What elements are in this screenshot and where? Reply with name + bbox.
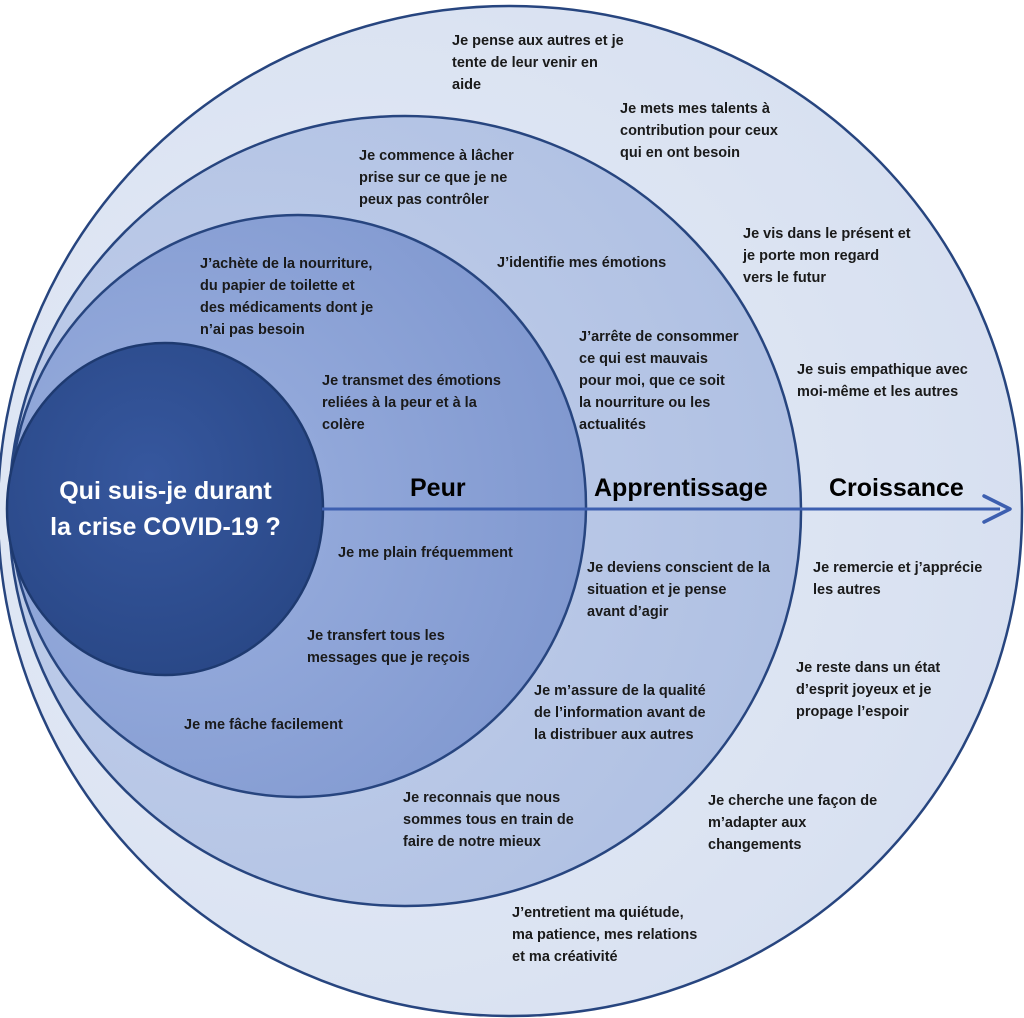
peur-item: Je me fâche facilement <box>184 717 343 733</box>
peur-item: Je me plain fréquemment <box>338 545 513 561</box>
croissance-item: Je pense aux autres et je tente de leur … <box>452 33 624 93</box>
peur-item: Je transmet des émotions reliées à la pe… <box>322 373 501 433</box>
croissance-item: Je suis empathique avec moi-même et les … <box>797 362 968 400</box>
croissance-item: Je mets mes talents à contribution pour … <box>620 101 778 161</box>
zone-label-apprentissage: Apprentissage <box>594 474 768 502</box>
croissance-item: Je cherche une façon de m’adapter aux ch… <box>708 793 878 853</box>
peur-item: J’achète de la nourriture, du papier de … <box>200 256 374 338</box>
zone-label-croissance: Croissance <box>829 474 964 502</box>
croissance-item: Je reste dans un état d’esprit joyeux et… <box>796 660 941 720</box>
croissance-item: Je remercie et j’apprécie les autres <box>813 560 983 598</box>
croissance-item: Je vis dans le présent et je porte mon r… <box>743 226 911 286</box>
center-title: Qui suis-je durant la crise COVID-19 ? <box>50 477 281 541</box>
zone-label-peur: Peur <box>410 474 466 502</box>
apprentissage-item: J’arrête de consommer ce qui est mauvais… <box>579 329 739 433</box>
growth-arrow-head <box>982 494 1012 524</box>
apprentissage-item: Je m’assure de la qualité de l’informati… <box>534 683 706 743</box>
apprentissage-item: Je commence à lâcher prise sur ce que je… <box>359 148 514 208</box>
croissance-item: J’entretient ma quiétude, ma patience, m… <box>512 905 698 965</box>
peur-item: Je transfert tous les messages que je re… <box>307 628 470 666</box>
apprentissage-item: Je deviens conscient de la situation et … <box>587 560 770 620</box>
apprentissage-item: Je reconnais que nous sommes tous en tra… <box>403 790 574 850</box>
apprentissage-item: J’identifie mes émotions <box>497 255 667 271</box>
